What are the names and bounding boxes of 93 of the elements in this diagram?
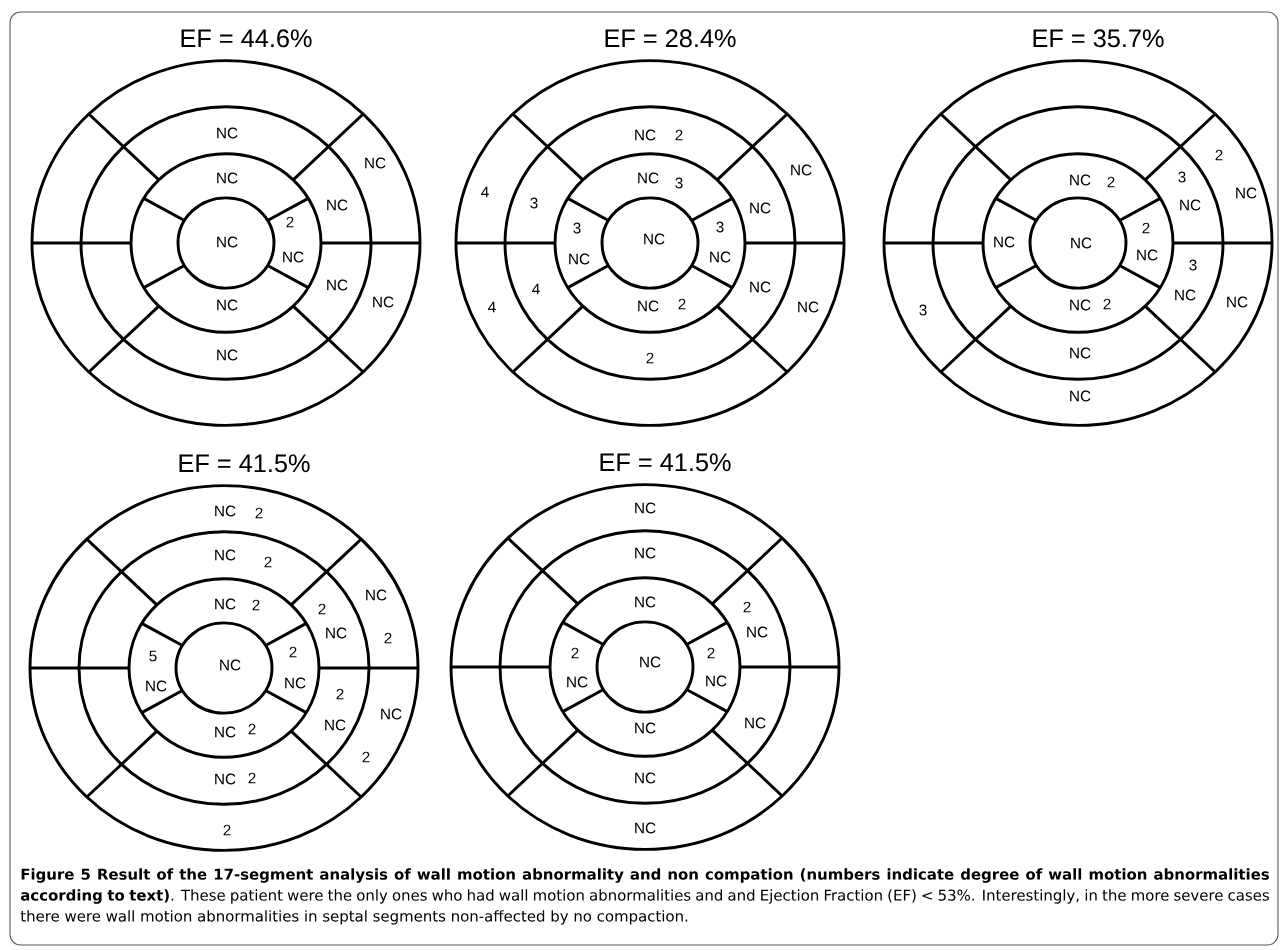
chart-title: EF = 41.5% — [600, 453, 731, 472]
chart-title: EF = 28.4% — [605, 29, 736, 48]
segment-label: NC — [745, 717, 766, 729]
segment-label: NC — [1070, 390, 1091, 402]
segment-label: NC — [635, 502, 656, 514]
segment-label: 2 — [678, 298, 686, 310]
segment-label: NC — [366, 589, 387, 601]
segment-label: NC — [638, 300, 659, 312]
segment-label: 2 — [248, 723, 256, 735]
segment-label: NC — [635, 596, 656, 608]
caption-text: Figure 5 Result of the 17-segment analysis of wall motion abnormality and non compation (numbers indicate degree of wall motion abnormalities according to text). These patient were the only ones who had wall motion abnormalities and and Ejection Fraction (EF) < 53%. Interestingly, in the more severe cases there were wall motion abnormalities in septal segments non-affected by no compaction. — [20, 868, 1269, 925]
segment-label: NC — [326, 627, 347, 639]
segment-label: 4 — [488, 301, 496, 313]
segment-label: NC — [1070, 347, 1091, 359]
segment-label: 2 — [707, 647, 715, 659]
chart-title: EF = 41.5% — [179, 454, 310, 473]
segment-label: NC — [635, 722, 656, 734]
segment-label: NC — [327, 199, 348, 211]
segment-label: 3 — [919, 304, 927, 316]
segment-label: NC — [798, 301, 819, 313]
segment-label: NC — [365, 157, 386, 169]
segment-label: 2 — [571, 647, 579, 659]
segment-label: NC — [710, 251, 731, 263]
segment-label: NC — [635, 547, 656, 559]
segment-label: NC — [635, 129, 656, 141]
segment-label: NC — [569, 253, 590, 265]
segment-label: NC — [217, 349, 238, 361]
segment-label: NC — [644, 233, 665, 245]
segment-label: NC — [215, 549, 236, 561]
segment-label: 3 — [530, 197, 538, 209]
segment-label: 2 — [255, 507, 263, 519]
segment-label: NC — [635, 822, 656, 834]
segment-label: NC — [381, 708, 402, 720]
segment-label: 3 — [675, 177, 683, 189]
segment-label: NC — [217, 236, 238, 248]
segment-label: NC — [1071, 237, 1092, 249]
segment-label: NC — [1137, 249, 1158, 261]
segment-label: NC — [325, 719, 346, 731]
segment-label: NC — [1227, 296, 1248, 308]
segment-label: NC — [750, 281, 771, 293]
segment-label: NC — [215, 598, 236, 610]
segment-label: 2 — [1103, 298, 1111, 310]
segment-label: 3 — [573, 222, 581, 234]
segment-label: NC — [373, 296, 394, 308]
segment-label: NC — [567, 676, 588, 688]
segment-label: NC — [640, 656, 661, 668]
segment-label: 5 — [149, 650, 157, 662]
segment-label: 2 — [223, 824, 231, 836]
segment-label: 4 — [532, 283, 540, 295]
chart-title: EF = 35.7% — [1033, 29, 1164, 48]
segment-label: NC — [327, 279, 348, 291]
segment-label: NC — [747, 626, 768, 638]
segment-label: NC — [706, 675, 727, 687]
segment-label: NC — [791, 164, 812, 176]
segment-label: NC — [283, 251, 304, 263]
segment-label: NC — [994, 236, 1015, 248]
segment-label: NC — [215, 773, 236, 785]
segment-label: 2 — [1142, 222, 1150, 234]
segment-label: NC — [638, 172, 659, 184]
segment-label: 2 — [264, 556, 272, 568]
segment-label: 2 — [318, 603, 326, 615]
segment-label: NC — [217, 299, 238, 311]
segment-label: 4 — [481, 186, 489, 198]
segment-label: 2 — [289, 646, 297, 658]
segment-label: 3 — [1189, 259, 1197, 271]
segment-label: 2 — [362, 751, 370, 763]
segment-label: NC — [635, 772, 656, 784]
segment-label: NC — [1180, 199, 1201, 211]
segment-label: 2 — [384, 632, 392, 644]
segment-label: 2 — [1107, 176, 1115, 188]
segment-label: 3 — [1178, 171, 1186, 183]
segment-label: NC — [215, 726, 236, 738]
segment-label: 2 — [252, 599, 260, 611]
segment-label: NC — [1070, 299, 1091, 311]
segment-label: 2 — [286, 216, 294, 228]
segment-label: NC — [220, 659, 241, 671]
segment-label: NC — [1070, 174, 1091, 186]
segment-label: 2 — [248, 772, 256, 784]
segment-label: NC — [217, 127, 238, 139]
segment-label: 2 — [646, 352, 654, 364]
segment-label: NC — [215, 505, 236, 517]
segment-label: NC — [1175, 289, 1196, 301]
segment-label: 2 — [1215, 149, 1223, 161]
segment-label: NC — [285, 677, 306, 689]
segment-label: NC — [217, 172, 238, 184]
segment-label: NC — [750, 202, 771, 214]
segment-label: 2 — [336, 688, 344, 700]
chart-title: EF = 44.6% — [181, 29, 312, 48]
segment-label: 2 — [743, 601, 751, 613]
segment-label: 2 — [675, 129, 683, 141]
segment-label: 3 — [716, 221, 724, 233]
segment-label: NC — [146, 680, 167, 692]
segment-label: NC — [1236, 187, 1257, 199]
